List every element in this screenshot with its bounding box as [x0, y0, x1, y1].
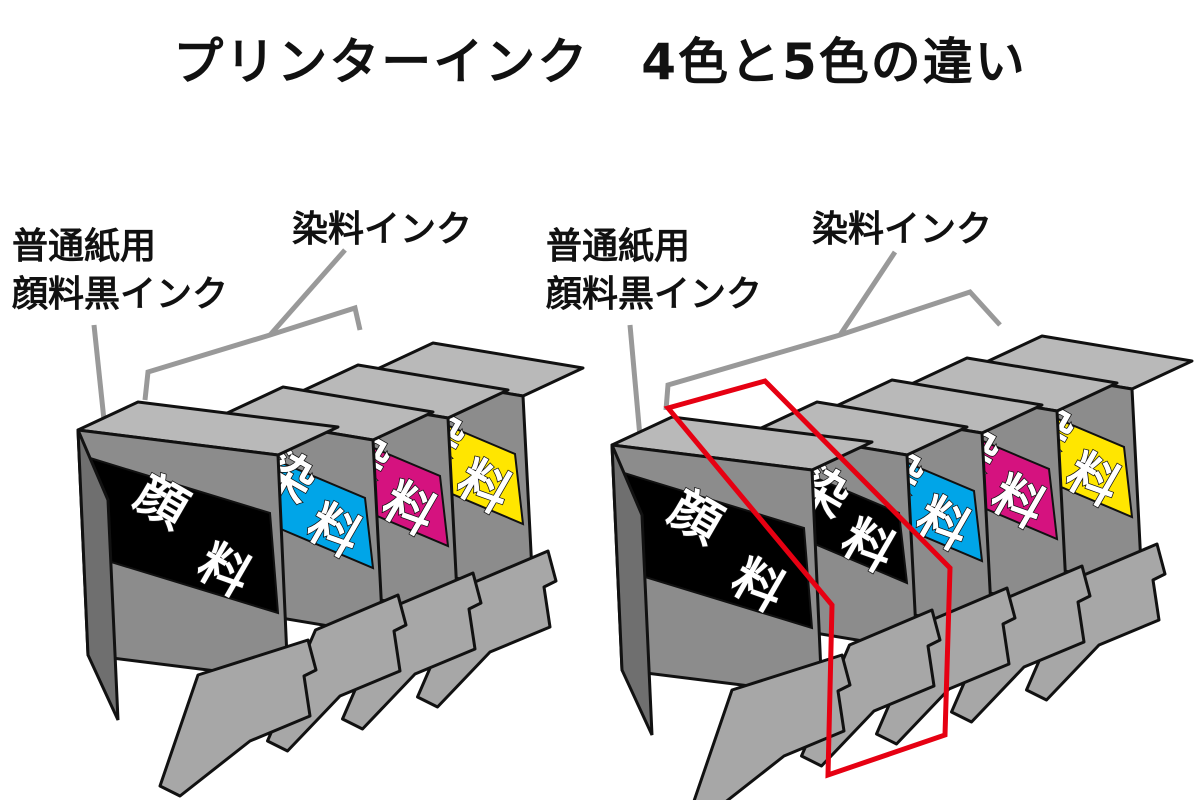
left-callout-lines: [91, 248, 363, 421]
left-cartridge-set: 染料染料染料顔料: [76, 341, 585, 798]
right-dye-leader: [837, 250, 898, 337]
right-pigment-label-line1: 普通紙用: [546, 226, 691, 267]
cartridge-latch: [950, 564, 1092, 724]
right-dye-label: 染料インク: [812, 209, 993, 250]
cartridge-1-black: 顔料: [76, 400, 340, 798]
cartridge-latch: [416, 549, 558, 709]
left-pigment-label-line1: 普通紙用: [12, 226, 157, 267]
left-pigment-leader: [91, 324, 107, 421]
right-pigment-leader: [627, 324, 643, 438]
right-cartridge-set: 染料染料染料染料顔料: [610, 334, 1194, 800]
cartridge-latch: [341, 571, 483, 731]
left-dye-label: 染料インク: [292, 209, 473, 250]
cartridge-latch: [1025, 542, 1167, 702]
added-black-highlight: [663, 378, 953, 779]
left-pigment-label-line2: 顔料黒インク: [12, 274, 229, 315]
cartridge-1-black: 顔料: [610, 415, 874, 800]
left-dye-leader: [268, 248, 347, 337]
cartridge-latch: [692, 653, 852, 800]
cartridge-side-face: [76, 429, 120, 721]
cartridge-latch: [158, 638, 318, 798]
right-callout-lines: [627, 250, 1002, 438]
page-title: プリンターインク 4色と5色の違い: [173, 33, 1027, 91]
cartridge-side-face: [610, 444, 654, 736]
right-pigment-label-line2: 顔料黒インク: [546, 274, 763, 315]
